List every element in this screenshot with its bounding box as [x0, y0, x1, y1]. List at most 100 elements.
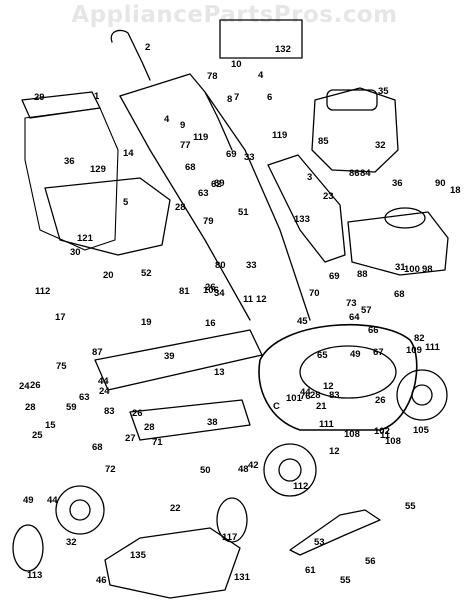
- part-label: 8: [227, 94, 232, 105]
- part-label: 109: [406, 345, 422, 356]
- part-label: 105: [413, 425, 430, 436]
- part-label: 49: [350, 349, 361, 360]
- part-label: 71: [152, 437, 163, 448]
- part-label: 35: [378, 86, 389, 97]
- part-label: 32: [375, 140, 386, 151]
- part-label: 44: [300, 387, 311, 398]
- part-label: 28: [310, 390, 321, 401]
- front-wheel-left: [263, 443, 317, 497]
- part-label: 12: [329, 446, 340, 457]
- part-label: 49: [23, 495, 34, 506]
- part-label: 2: [145, 42, 150, 53]
- part-label: 59: [66, 402, 77, 413]
- part-label: 76: [300, 391, 311, 402]
- part-label: 7: [234, 92, 239, 103]
- part-label: 117: [222, 532, 237, 543]
- part-label: 68: [394, 289, 405, 300]
- side-discharge-plate: [104, 527, 241, 599]
- part-label: 80: [215, 260, 226, 271]
- part-label: 55: [340, 575, 351, 586]
- part-label: 26: [132, 408, 143, 419]
- part-label: 13: [214, 367, 225, 378]
- part-label: 108: [385, 436, 401, 447]
- part-label: 70: [309, 288, 320, 299]
- part-label: 62: [211, 179, 222, 190]
- part-label: 30: [70, 247, 81, 258]
- part-label: 81: [179, 286, 190, 297]
- part-label: 12: [323, 381, 334, 392]
- part-label: 16: [205, 318, 216, 329]
- part-label: 26: [205, 282, 216, 293]
- mower-deck: [258, 323, 418, 431]
- part-label: 113: [27, 570, 42, 581]
- part-label: 129: [90, 164, 106, 175]
- part-label: 69: [226, 149, 237, 160]
- part-label: 39: [164, 351, 175, 362]
- part-label: 27: [125, 433, 136, 444]
- part-label: 84: [360, 168, 371, 179]
- part-label: 87: [92, 347, 103, 358]
- part-label: 28: [25, 402, 36, 413]
- part-label: 21: [316, 401, 327, 412]
- part-label: 11: [380, 430, 391, 441]
- part-label: 101: [286, 393, 303, 404]
- rear-wheel-left: [55, 485, 105, 535]
- part-label: 67: [373, 347, 384, 358]
- part-label: 33: [244, 152, 255, 163]
- part-label: 119: [272, 130, 287, 141]
- part-label: 18: [450, 185, 461, 196]
- part-label: 68: [185, 162, 196, 173]
- part-label: 121: [77, 233, 94, 244]
- part-label: 132: [275, 44, 291, 55]
- part-label: 12: [256, 294, 267, 305]
- watermark-text: AppliancePartsPros.com: [71, 2, 398, 28]
- part-label: 9: [180, 120, 185, 131]
- part-label: 38: [207, 417, 218, 428]
- part-label: 69: [214, 178, 225, 189]
- part-label: 90: [435, 178, 446, 189]
- part-label: 29: [34, 92, 45, 103]
- front-wheel-right: [396, 369, 448, 421]
- part-label: 86: [349, 168, 360, 179]
- rear-baffle: [129, 399, 251, 441]
- part-label: 22: [170, 503, 181, 514]
- part-label: 48: [238, 464, 249, 475]
- part-label: 66: [368, 325, 379, 336]
- part-label: 61: [305, 565, 316, 576]
- chute-deflector: [267, 154, 346, 263]
- engine-block: [311, 87, 399, 173]
- part-label: 44: [98, 376, 109, 387]
- part-label: 111: [319, 419, 335, 430]
- part-label: 50: [200, 465, 211, 476]
- part-label: 4: [164, 114, 170, 125]
- part-label: 69: [329, 271, 340, 282]
- part-label: 14: [123, 148, 134, 159]
- part-label: 45: [297, 316, 308, 327]
- part-label: C: [273, 401, 280, 412]
- part-label: 23: [323, 191, 334, 202]
- hubcap-left: [12, 524, 44, 572]
- part-label: 72: [105, 464, 116, 475]
- part-label: 42: [248, 460, 259, 471]
- part-label: 17: [55, 312, 66, 323]
- part-label: 31: [395, 262, 406, 273]
- fuel-cap: [384, 207, 426, 229]
- part-label: 68: [92, 442, 103, 453]
- part-label: 6: [267, 92, 272, 103]
- grass-bag: [24, 107, 119, 251]
- part-label: 79: [203, 216, 214, 227]
- part-label: 108: [344, 429, 360, 440]
- part-label: 65: [317, 350, 328, 361]
- part-label: 98: [422, 264, 433, 275]
- part-label: 111: [425, 342, 441, 353]
- part-label: 135: [130, 550, 147, 561]
- part-label: 112: [35, 286, 50, 297]
- lower-handle-right: [204, 91, 311, 321]
- detail-box: [219, 19, 303, 59]
- part-label: 10: [231, 59, 242, 70]
- part-label: 57: [361, 305, 372, 316]
- part-label: 133: [294, 214, 310, 225]
- part-label: 5: [123, 197, 129, 208]
- part-number-labels: 1234456789101111121212131415161718192021…: [19, 42, 461, 586]
